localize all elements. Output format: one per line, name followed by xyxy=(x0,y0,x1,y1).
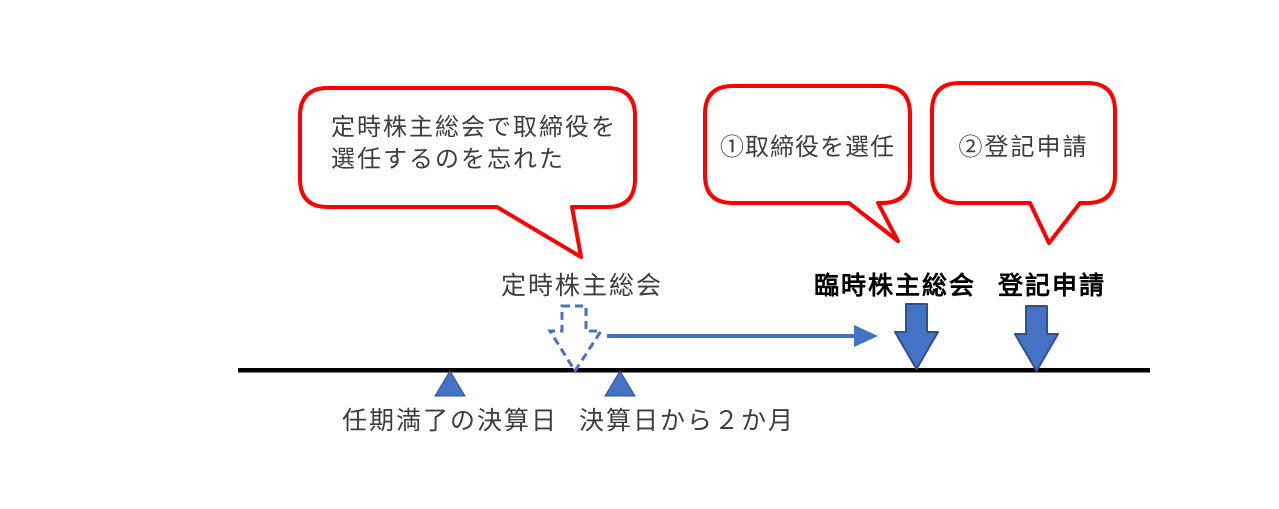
marker-triangle-two-months-icon xyxy=(604,370,636,397)
bubble-forgot-text-line1: 定時株主総会で取締役を xyxy=(331,114,617,141)
label-two-months-after-fiscal-date: 決算日から２か月 xyxy=(578,407,795,435)
label-term-end-fiscal-date: 任期満了の決算日 xyxy=(341,407,558,435)
bubble-step1-text: ①取締役を選任 xyxy=(720,134,895,161)
timeline-line xyxy=(238,368,1150,373)
label-annual-shareholders-meeting: 定時株主総会 xyxy=(500,272,663,300)
bubble-forgot-text-line2: 選任するのを忘れた xyxy=(331,146,565,173)
bubble-step2-text: ②登記申請 xyxy=(958,134,1089,161)
marker-triangle-term-end-icon xyxy=(434,370,466,397)
elapsed-time-arrow-icon xyxy=(607,325,878,347)
label-extraordinary-shareholders-meeting: 臨時株主総会 xyxy=(813,272,976,300)
speech-bubble-forgot xyxy=(298,86,637,259)
label-registration-application: 登記申請 xyxy=(997,272,1106,300)
speech-bubble-step1 xyxy=(703,84,912,243)
dashed-down-arrow-icon xyxy=(547,304,604,374)
down-arrow-extraordinary-meeting-icon xyxy=(894,303,939,370)
bubble-forgot-text: 定時株主総会で取締役を 選任するのを忘れた xyxy=(331,112,617,176)
speech-bubble-step2 xyxy=(930,81,1117,245)
down-arrow-registration-icon xyxy=(1014,305,1059,372)
